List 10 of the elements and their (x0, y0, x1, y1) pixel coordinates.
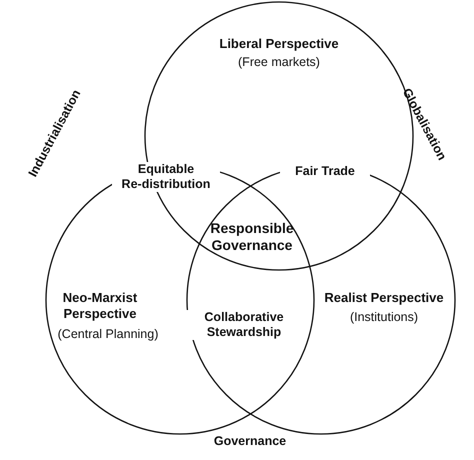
perspective-heading: Neo-Marxist Perspective (62, 290, 138, 322)
perspective-subtitle: (Institutions) (348, 310, 420, 325)
axis-label: Governance (212, 434, 288, 449)
perspective-subtitle: (Free markets) (237, 55, 321, 70)
overlap-label: Equitable Re-distribution (112, 162, 220, 192)
overlap-label: Fair Trade (280, 164, 370, 179)
perspective-heading: Realist Perspective (323, 290, 445, 306)
center-label: Responsible Governance (209, 220, 295, 254)
perspective-heading: Liberal Perspective (218, 36, 340, 52)
perspective-subtitle: (Central Planning) (56, 327, 160, 342)
